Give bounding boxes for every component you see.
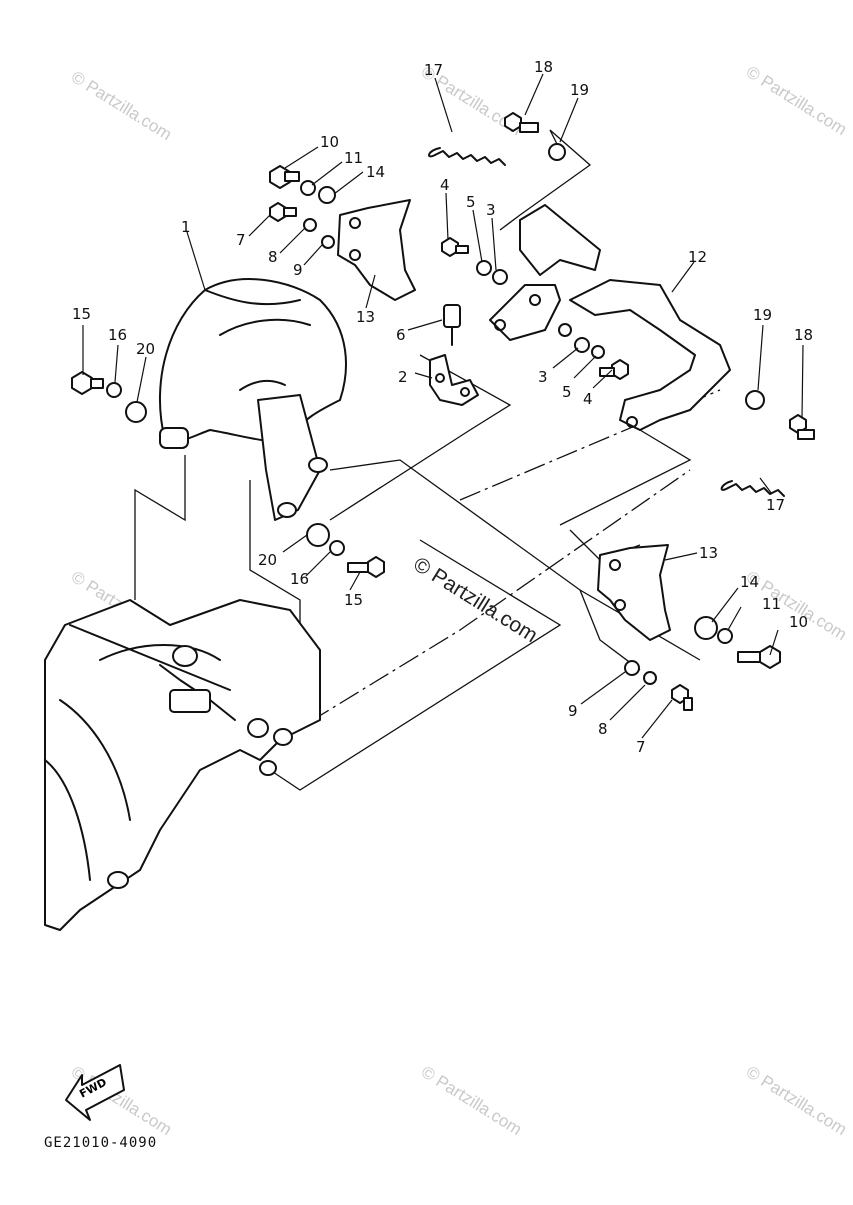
callout-3: 3 bbox=[538, 368, 548, 386]
mounting-plate-upper bbox=[337, 199, 416, 301]
callout-5: 5 bbox=[562, 383, 572, 401]
washer bbox=[303, 218, 317, 232]
callout-12: 12 bbox=[688, 248, 707, 266]
callout-13: 13 bbox=[699, 544, 718, 562]
callout-1: 1 bbox=[181, 218, 191, 236]
washer bbox=[476, 260, 492, 276]
callout-leaders bbox=[82, 73, 804, 739]
fasteners bbox=[71, 112, 815, 711]
bolt bbox=[269, 165, 300, 189]
watermark: © Partzilla.com bbox=[743, 1062, 850, 1139]
washer bbox=[329, 540, 345, 556]
callout-18: 18 bbox=[794, 326, 813, 344]
callout-14: 14 bbox=[740, 573, 759, 591]
steering-bracket bbox=[429, 354, 479, 406]
callout-6: 6 bbox=[396, 326, 406, 344]
bolt bbox=[71, 371, 104, 395]
collar bbox=[321, 235, 335, 249]
bolt bbox=[789, 414, 815, 440]
washer bbox=[591, 345, 605, 359]
part-code: GE21010-4090 bbox=[44, 1135, 157, 1151]
callout-16: 16 bbox=[290, 570, 309, 588]
callout-20: 20 bbox=[258, 551, 277, 569]
callout-labels: 1 2 3 3 4 4 5 5 6 7 7 8 8 9 9 10 10 11 1… bbox=[72, 58, 813, 756]
grease-nipple bbox=[443, 304, 461, 346]
callout-15: 15 bbox=[72, 305, 91, 323]
callout-5: 5 bbox=[466, 193, 476, 211]
washer bbox=[106, 382, 122, 398]
lever-arm bbox=[569, 279, 731, 431]
collar bbox=[694, 616, 718, 640]
spring-upper bbox=[428, 147, 506, 166]
callout-8: 8 bbox=[598, 720, 608, 738]
callout-15: 15 bbox=[344, 591, 363, 609]
collar bbox=[492, 269, 508, 285]
callout-20: 20 bbox=[136, 340, 155, 358]
callout-17: 17 bbox=[424, 61, 443, 79]
assembly-guide-lines bbox=[134, 129, 721, 791]
mounting-plate-lower bbox=[597, 544, 671, 641]
callout-10: 10 bbox=[320, 133, 339, 151]
callout-19: 19 bbox=[570, 81, 589, 99]
bolt bbox=[737, 645, 781, 669]
watermark: © Partzilla.com bbox=[68, 67, 175, 144]
washer bbox=[643, 671, 657, 685]
bolt bbox=[599, 359, 629, 380]
collar bbox=[125, 401, 147, 423]
collar bbox=[624, 660, 640, 676]
watermark: © Partzilla.com bbox=[743, 62, 850, 139]
callout-2: 2 bbox=[398, 368, 408, 386]
callout-13: 13 bbox=[356, 308, 375, 326]
callout-11: 11 bbox=[344, 149, 363, 167]
collar bbox=[318, 186, 336, 204]
callout-9: 9 bbox=[568, 702, 578, 720]
callout-14: 14 bbox=[366, 163, 385, 181]
bolt bbox=[504, 112, 539, 133]
callout-16: 16 bbox=[108, 326, 127, 344]
callout-9: 9 bbox=[293, 261, 303, 279]
steering-linkage bbox=[489, 204, 601, 341]
collar bbox=[574, 337, 590, 353]
bolt bbox=[347, 556, 385, 578]
washer bbox=[300, 180, 316, 196]
callout-8: 8 bbox=[268, 248, 278, 266]
spring-lower bbox=[720, 480, 785, 497]
callout-3: 3 bbox=[486, 201, 496, 219]
callout-11: 11 bbox=[762, 595, 781, 613]
callout-7: 7 bbox=[236, 231, 246, 249]
collar bbox=[548, 143, 566, 161]
callout-17: 17 bbox=[766, 496, 785, 514]
washer bbox=[717, 628, 733, 644]
watermark-central: © Partzilla.com bbox=[409, 553, 541, 647]
callout-18: 18 bbox=[534, 58, 553, 76]
collar bbox=[306, 523, 330, 547]
bolt bbox=[671, 684, 693, 711]
steering-cover bbox=[158, 278, 347, 521]
callout-4: 4 bbox=[583, 390, 593, 408]
fwd-arrow-icon: FWD bbox=[65, 1064, 125, 1121]
bolt bbox=[441, 237, 469, 257]
watermark: © Partzilla.com bbox=[418, 1062, 525, 1139]
callout-4: 4 bbox=[440, 176, 450, 194]
callout-19: 19 bbox=[753, 306, 772, 324]
jet-pump-housing bbox=[44, 599, 321, 931]
bolt bbox=[269, 202, 297, 222]
collar bbox=[745, 390, 765, 410]
callout-10: 10 bbox=[789, 613, 808, 631]
callout-7: 7 bbox=[636, 738, 646, 756]
